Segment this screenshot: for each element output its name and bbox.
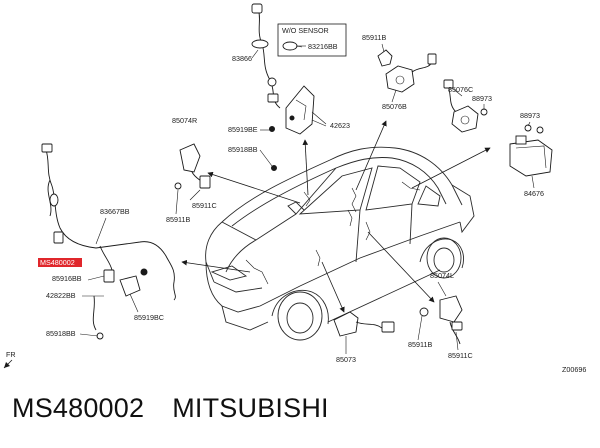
sensor-84676 [509, 124, 553, 177]
label-85919BC: 85919BC [134, 313, 164, 322]
sensor-85074L [419, 295, 463, 345]
sensor-85073 [333, 311, 395, 337]
label-leaders [79, 43, 535, 354]
label-85911B-top: 85911B [362, 33, 386, 42]
label-42623: 42623 [330, 121, 350, 130]
inset-title: W/O SENSOR [282, 26, 329, 35]
label-85911C-left: 85911C [192, 201, 217, 210]
vehicle-sensor-marks [245, 181, 421, 285]
label-85911C-bot: 85911C [448, 351, 473, 360]
label-85919BE: 85919BE [228, 125, 258, 134]
label-MS480002-highlight: MS480002 [40, 258, 75, 267]
label-85918BB-bot: 85918BB [46, 329, 76, 338]
label-88973-a: 88973 [472, 94, 492, 103]
part-number: MS480002 [12, 393, 145, 423]
label-85076C: 85076C [448, 85, 473, 94]
figure-id: Z00696 [562, 365, 586, 374]
sensor-85076B [377, 49, 437, 93]
label-85073: 85073 [336, 355, 356, 364]
part-labels: 83866 W/O SENSOR 83216BB 42623 85911B 85… [6, 26, 586, 374]
label-83216BB: 83216BB [308, 42, 338, 51]
front-direction-icon [3, 359, 13, 369]
label-85074R: 85074R [172, 116, 197, 125]
inset-box [277, 23, 347, 57]
vehicle-outline [205, 146, 475, 341]
label-83667BB: 83667BB [100, 207, 130, 216]
label-84676: 84676 [524, 189, 544, 198]
label-85911B-left: 85911B [166, 215, 190, 224]
sensor-85076C [443, 79, 488, 133]
label-42822BB: 42822BB [46, 291, 76, 300]
label-88973-b: 88973 [520, 111, 540, 120]
label-85918BB-top: 85918BB [228, 145, 258, 154]
footer: MS480002 MITSUBISHI [12, 393, 329, 433]
orientation-label: FR [6, 350, 16, 359]
sensor-42623 [285, 85, 327, 135]
parts-diagram: 83866 W/O SENSOR 83216BB 42623 85911B 85… [3, 3, 586, 374]
leader-arrows [181, 120, 491, 313]
label-85916BB: 85916BB [52, 274, 82, 283]
sensor-85074R [174, 126, 277, 190]
label-85911B-bot: 85911B [408, 340, 432, 349]
label-83866: 83866 [232, 54, 252, 63]
label-85074L: 85074L [430, 271, 454, 280]
harness-83667BB [41, 143, 176, 340]
label-85076B: 85076B [382, 102, 407, 111]
harness-83866 [251, 3, 281, 109]
brand-name: MITSUBISHI [172, 393, 329, 423]
highlight-box [38, 258, 82, 267]
